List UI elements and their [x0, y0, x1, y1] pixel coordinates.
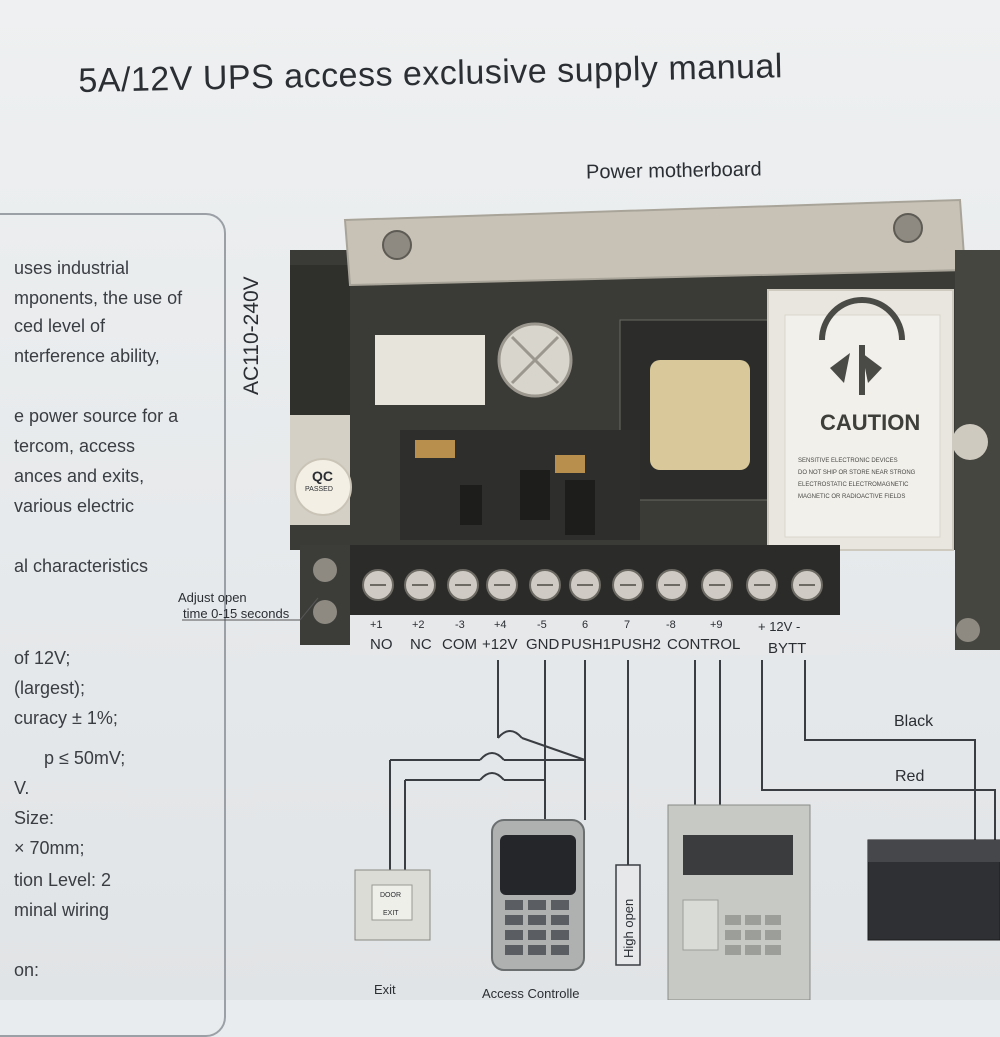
- terminal-number: 7: [624, 619, 631, 631]
- spec-line: mponents, the use of: [14, 288, 183, 308]
- qc-passed: PASSED: [305, 486, 333, 493]
- exit-button-text: EXIT: [383, 910, 399, 917]
- board-photo: [182, 198, 1000, 1000]
- exit-caption: Exit: [374, 982, 396, 997]
- terminal-label: NC: [410, 636, 432, 653]
- qc-stamp: QC: [312, 468, 333, 484]
- caution-line: SENSITIVE ELECTRONIC DEVICES: [798, 458, 898, 464]
- terminal-number: +2: [412, 619, 425, 631]
- terminal-number: +9: [710, 619, 723, 631]
- terminal-number: 6: [582, 619, 589, 631]
- spec-line: ced level of: [14, 316, 106, 336]
- adjust-note: Adjust open: [178, 590, 247, 605]
- spec-line: × 70mm;: [14, 838, 85, 858]
- spec-line: minal wiring: [14, 900, 110, 920]
- terminal-number: -8: [666, 619, 676, 631]
- spec-line: al characteristics: [14, 556, 149, 576]
- spec-line: tercom, access: [14, 436, 136, 456]
- spec-line: V.: [14, 778, 30, 798]
- spec-line: tion Level: 2: [14, 870, 112, 890]
- caution-line: DO NOT SHIP OR STORE NEAR STRONG: [798, 470, 916, 476]
- terminal-number: + 12V -: [758, 619, 801, 634]
- caution-line: ELECTROSTATIC ELECTROMAGNETIC: [798, 482, 909, 488]
- spec-line: Size:: [14, 808, 55, 828]
- terminal-number: +4: [494, 619, 507, 631]
- terminal-label: PUSH1: [561, 636, 612, 653]
- adjust-note: time 0-15 seconds: [183, 606, 290, 621]
- terminal-number: -3: [455, 619, 465, 631]
- access-controller-caption: Access Controlle: [482, 986, 580, 1001]
- spec-line: p ≤ 50mV;: [44, 748, 126, 768]
- red-wire-label: Red: [895, 768, 925, 785]
- spec-line: e power source for a: [14, 406, 179, 426]
- spec-line: uses industrial: [14, 258, 130, 278]
- spec-line: nterference ability,: [14, 346, 160, 366]
- terminal-label: NO: [370, 636, 393, 653]
- terminal-number: +1: [370, 619, 383, 631]
- spec-line: (largest);: [14, 678, 86, 698]
- spec-line: of 12V;: [14, 648, 71, 668]
- terminal-label: CONTROL: [667, 636, 741, 653]
- terminal-label: PUSH2: [611, 636, 662, 653]
- black-wire-label: Black: [894, 713, 934, 730]
- terminal-label: +12V: [482, 636, 518, 653]
- terminal-label: BYTT: [768, 640, 807, 657]
- spec-line: various electric: [14, 496, 135, 516]
- caution-line: MAGNETIC OR RADIOACTIVE FIELDS: [798, 494, 906, 500]
- spec-line: curacy ± 1%;: [14, 708, 118, 728]
- high-open-label: High open: [621, 898, 636, 958]
- caution-title: CAUTION: [820, 410, 921, 435]
- terminal-label: GND: [526, 636, 560, 653]
- exit-button-text: DOOR: [380, 892, 401, 899]
- terminal-label: COM: [442, 636, 477, 653]
- spec-line: ances and exits,: [14, 466, 145, 486]
- terminal-number: -5: [537, 619, 547, 631]
- spec-line: on:: [14, 960, 40, 980]
